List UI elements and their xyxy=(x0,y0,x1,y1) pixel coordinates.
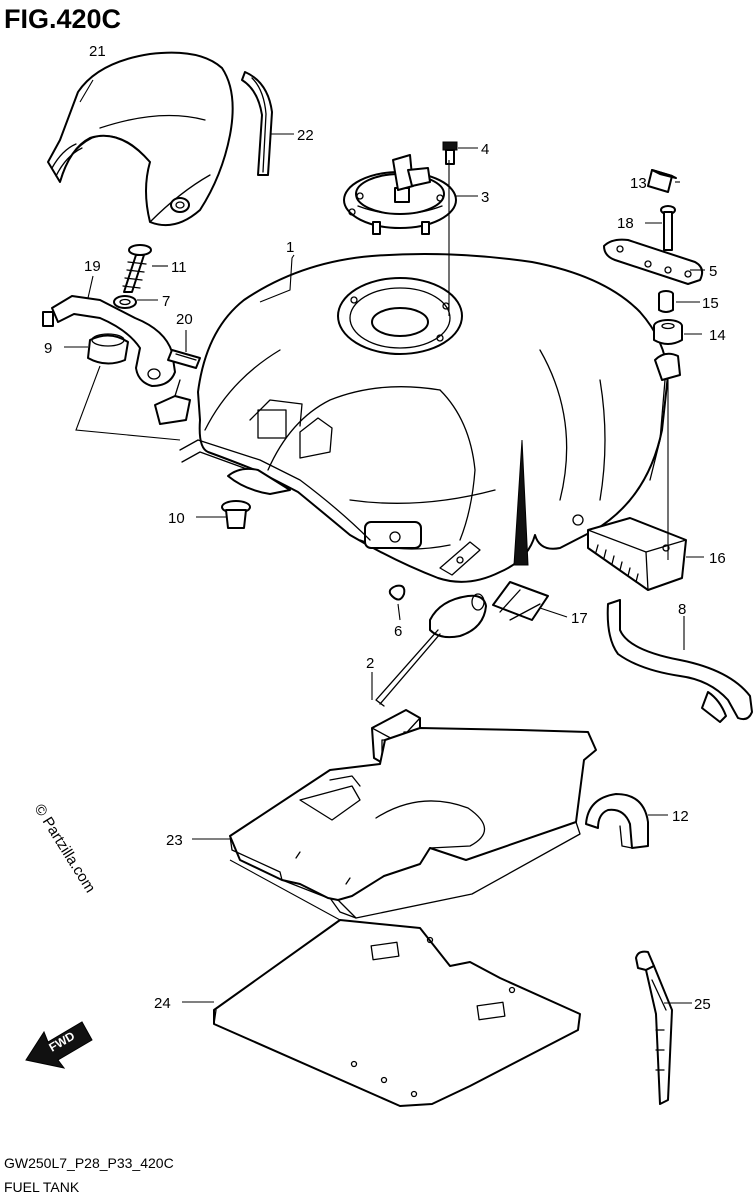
part-17-label[interactable] xyxy=(492,581,549,621)
callout-16[interactable]: 16 xyxy=(709,550,726,567)
callout-18[interactable]: 18 xyxy=(617,215,634,232)
watermark: © Partzilla.com xyxy=(31,801,99,896)
part-8-hose[interactable] xyxy=(606,599,753,723)
leader-lines xyxy=(64,79,705,1004)
part-13-cushion-pad[interactable] xyxy=(647,169,677,193)
part-3-fuel-cap[interactable] xyxy=(343,154,457,235)
part-1-fuel-tank[interactable] xyxy=(179,253,681,583)
callout-13[interactable]: 13 xyxy=(630,175,647,192)
callout-5[interactable]: 5 xyxy=(709,263,717,280)
callout-19[interactable]: 19 xyxy=(84,258,101,275)
model-code: GW250L7_P28_P33_420C xyxy=(4,1155,174,1171)
callout-25[interactable]: 25 xyxy=(694,996,711,1013)
callout-1[interactable]: 1 xyxy=(286,239,294,256)
callout-4[interactable]: 4 xyxy=(481,141,489,158)
callout-11[interactable]: 11 xyxy=(171,259,187,276)
part-10-grommet[interactable] xyxy=(221,500,251,529)
part-24-heat-insulator[interactable] xyxy=(213,919,581,1107)
callout-14[interactable]: 14 xyxy=(709,327,726,344)
part-9-cushion[interactable] xyxy=(87,333,129,365)
figure-title: FIG.420C xyxy=(4,4,121,34)
part-16-mount-cushion[interactable] xyxy=(587,517,687,591)
callout-7[interactable]: 7 xyxy=(162,293,170,310)
part-6-o-ring[interactable] xyxy=(388,584,406,601)
part-18-bolt[interactable] xyxy=(660,205,676,251)
callout-17[interactable]: 17 xyxy=(571,610,588,627)
fwd-arrow: FWD xyxy=(25,1021,93,1069)
callout-12[interactable]: 12 xyxy=(672,808,689,825)
part-5-plate[interactable] xyxy=(603,238,704,285)
part-23-heat-shield[interactable] xyxy=(229,727,597,919)
callouts: 21 22 4 3 1 13 18 5 15 14 19 11 7 20 9 1… xyxy=(44,43,726,1013)
part-14-cushion[interactable] xyxy=(653,319,683,345)
callout-10[interactable]: 10 xyxy=(168,510,185,527)
callout-2[interactable]: 2 xyxy=(366,655,374,672)
part-25-cable-tie[interactable] xyxy=(635,950,673,1105)
part-20-clip[interactable] xyxy=(167,349,201,369)
callout-8[interactable]: 8 xyxy=(678,601,686,618)
section-name: FUEL TANK xyxy=(4,1179,80,1195)
callout-6[interactable]: 6 xyxy=(394,623,402,640)
callout-3[interactable]: 3 xyxy=(481,189,489,206)
callout-24[interactable]: 24 xyxy=(154,995,171,1012)
callout-20[interactable]: 20 xyxy=(176,311,193,328)
callout-22[interactable]: 22 xyxy=(297,127,314,144)
part-15-collar[interactable] xyxy=(658,290,674,313)
part-12-clamp[interactable] xyxy=(585,793,649,849)
part-19-bracket[interactable] xyxy=(42,295,176,387)
callout-21[interactable]: 21 xyxy=(89,43,106,60)
part-22-trim-strip[interactable] xyxy=(241,71,273,176)
callout-15[interactable]: 15 xyxy=(702,295,719,312)
callout-23[interactable]: 23 xyxy=(166,832,183,849)
part-21-tank-cover[interactable] xyxy=(47,51,234,226)
part-11-bolt[interactable] xyxy=(122,244,152,293)
part-7-washer[interactable] xyxy=(113,295,137,309)
callout-9[interactable]: 9 xyxy=(44,340,52,357)
tank-mount-bracket xyxy=(154,379,191,425)
part-4-screw[interactable] xyxy=(442,141,458,165)
